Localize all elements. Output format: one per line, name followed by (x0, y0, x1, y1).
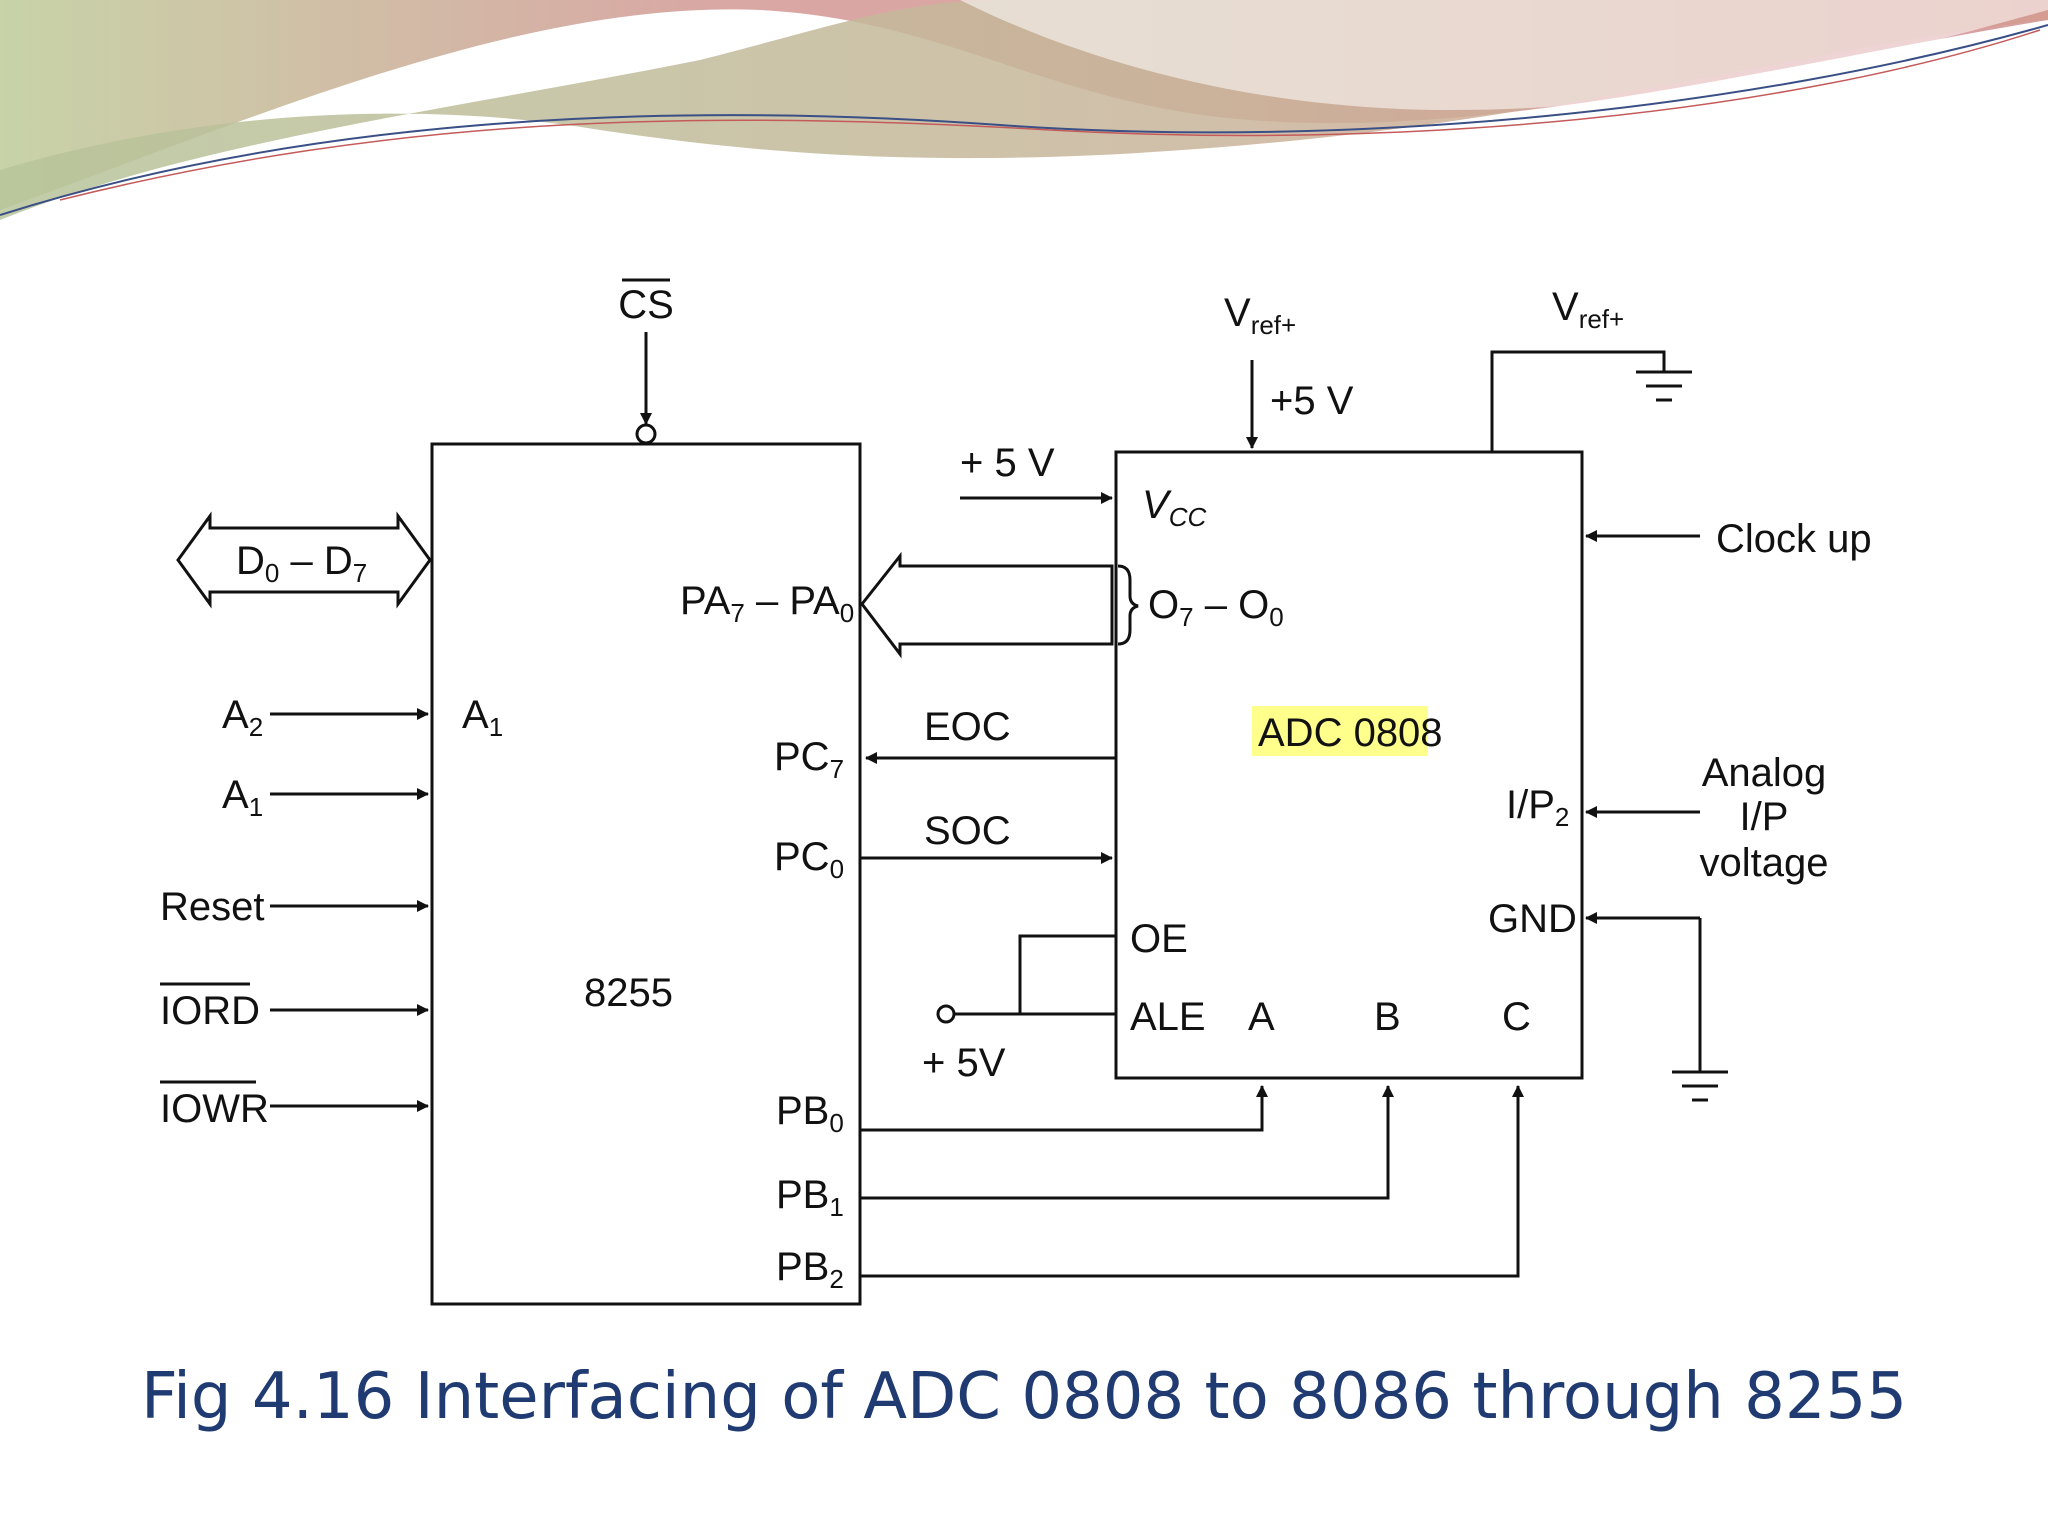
pb0-line (860, 1085, 1268, 1132)
slide-header-decoration (0, 0, 2048, 220)
plus5v-vcc-label: + 5 V (960, 441, 1055, 485)
pin-pa-label: PA7 – PA0 (680, 579, 854, 628)
adc-outputs-label: O7 – O0 (1148, 583, 1284, 632)
oe-ale-tie (1018, 934, 1116, 1014)
figure-caption: Fig 4.16 Interfacing of ADC 0808 to 8086… (140, 1360, 1908, 1434)
adc-ip2-label: I/P2 (1506, 783, 1569, 832)
thin-line-2 (59, 29, 2041, 201)
adc-ale-label: ALE (1130, 995, 1206, 1039)
pb2-line (860, 1085, 1524, 1278)
iord-label: IORD (160, 989, 260, 1033)
analog-label-3: voltage (1700, 841, 1829, 885)
analog-label-1: Analog (1702, 751, 1827, 795)
pin-pb2-label: PB2 (776, 1245, 844, 1294)
pin-a1-label: A1 (462, 693, 503, 742)
pin-pc0-label: PC0 (774, 835, 844, 884)
pin-pb1-label: PB1 (776, 1173, 844, 1222)
vref-plus-label-1: Vref+ (1224, 291, 1296, 340)
soc-label: SOC (924, 809, 1011, 853)
adc-gnd-label: GND (1488, 897, 1577, 941)
thin-line-1 (0, 24, 2048, 216)
adc-vcc-label: VCC (1142, 483, 1206, 532)
adc-b-label: B (1374, 995, 1401, 1039)
data-bus-arrow (176, 511, 432, 609)
pin-pc7-label: PC7 (774, 735, 844, 784)
eoc-label: EOC (924, 705, 1011, 749)
pin-pb0-label: PB0 (776, 1089, 844, 1138)
o-brace (1117, 564, 1139, 646)
vref-plus-label-2: Vref+ (1552, 285, 1624, 334)
cs-label: CS (618, 283, 674, 327)
pb1-line (860, 1085, 1394, 1200)
adc-name-highlight (1252, 706, 1428, 756)
a2-label: A2 (222, 693, 263, 742)
adc-a-label: A (1248, 995, 1275, 1039)
plus5v-ale-label: + 5V (922, 1041, 1006, 1085)
vref-ground-line (1490, 350, 1666, 452)
iowr-label: IOWR (160, 1087, 269, 1131)
data-bus-label: D0 – D7 (236, 539, 367, 588)
chip-8255-name: 8255 (584, 971, 673, 1015)
adc-oe-label: OE (1130, 917, 1188, 961)
cs-bubble (635, 423, 657, 445)
analog-label-2: I/P (1740, 795, 1789, 839)
plus5v-ref-label: +5 V (1270, 379, 1354, 423)
adc-name: ADC 0808 (1258, 711, 1443, 755)
clock-label: Clock up (1716, 517, 1872, 561)
adc-c-label: C (1502, 995, 1531, 1039)
reset-label: Reset (160, 885, 265, 929)
white-sweep (960, 0, 2048, 110)
pa-bus-arrow (860, 551, 1114, 659)
chip-adc0808-box (1114, 450, 1584, 1080)
a1-ext-label: A1 (222, 773, 263, 822)
